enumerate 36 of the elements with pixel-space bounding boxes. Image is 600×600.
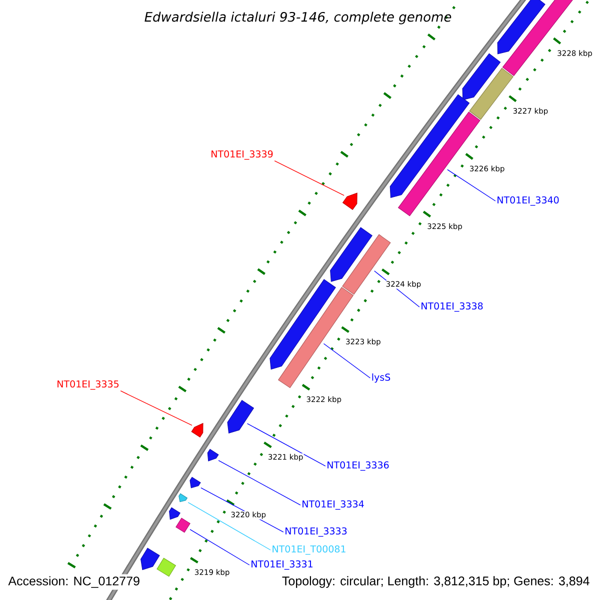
gene-feature (207, 448, 219, 462)
gene-feature (462, 53, 501, 100)
gene-feature (178, 493, 188, 502)
gene-feature (156, 558, 176, 577)
gene-label: NT01EI_3333 (286, 527, 347, 537)
gene-feature (270, 279, 336, 370)
gene-label: NT01EI_3335 (58, 380, 119, 390)
gene-label: NT01EI_3339 (212, 150, 273, 160)
gene-feature (342, 192, 358, 210)
gene-feature (140, 548, 160, 570)
leader-line (218, 460, 301, 506)
gene-feature (330, 227, 372, 282)
gene-label: NT01EI_3336 (328, 461, 389, 471)
gene-label: NT01EI_3340 (498, 196, 559, 206)
gene-label: NT01EI_3334 (302, 500, 364, 510)
gene-feature (176, 518, 190, 533)
leader-line (120, 390, 192, 426)
leader-line (274, 160, 344, 196)
gene-label: NT01EI_3331 (252, 560, 312, 570)
gene-feature (497, 0, 546, 54)
gene-feature (469, 68, 514, 120)
gene-feature (390, 94, 470, 198)
leader-line (447, 169, 496, 202)
accession-label: Accession: NC_012779 (6, 574, 142, 590)
gene-feature (190, 476, 201, 488)
gene-label: NT01EI_T00081 (272, 545, 346, 555)
gene-feature (169, 507, 180, 520)
gene-feature (502, 0, 574, 76)
leader-line (323, 343, 371, 378)
gene-label: NT01EI_3338 (422, 302, 483, 312)
leader-line (246, 423, 326, 466)
leader-line (190, 529, 250, 566)
title: Edwardsiella ictaluri 93-146, complete genome (144, 12, 452, 24)
gene-label: lysS (372, 373, 390, 383)
leader-line (188, 502, 271, 550)
topology-label: Topology: circular; Length: 3,812,315 bp; Genes: 3,894 (280, 574, 592, 590)
